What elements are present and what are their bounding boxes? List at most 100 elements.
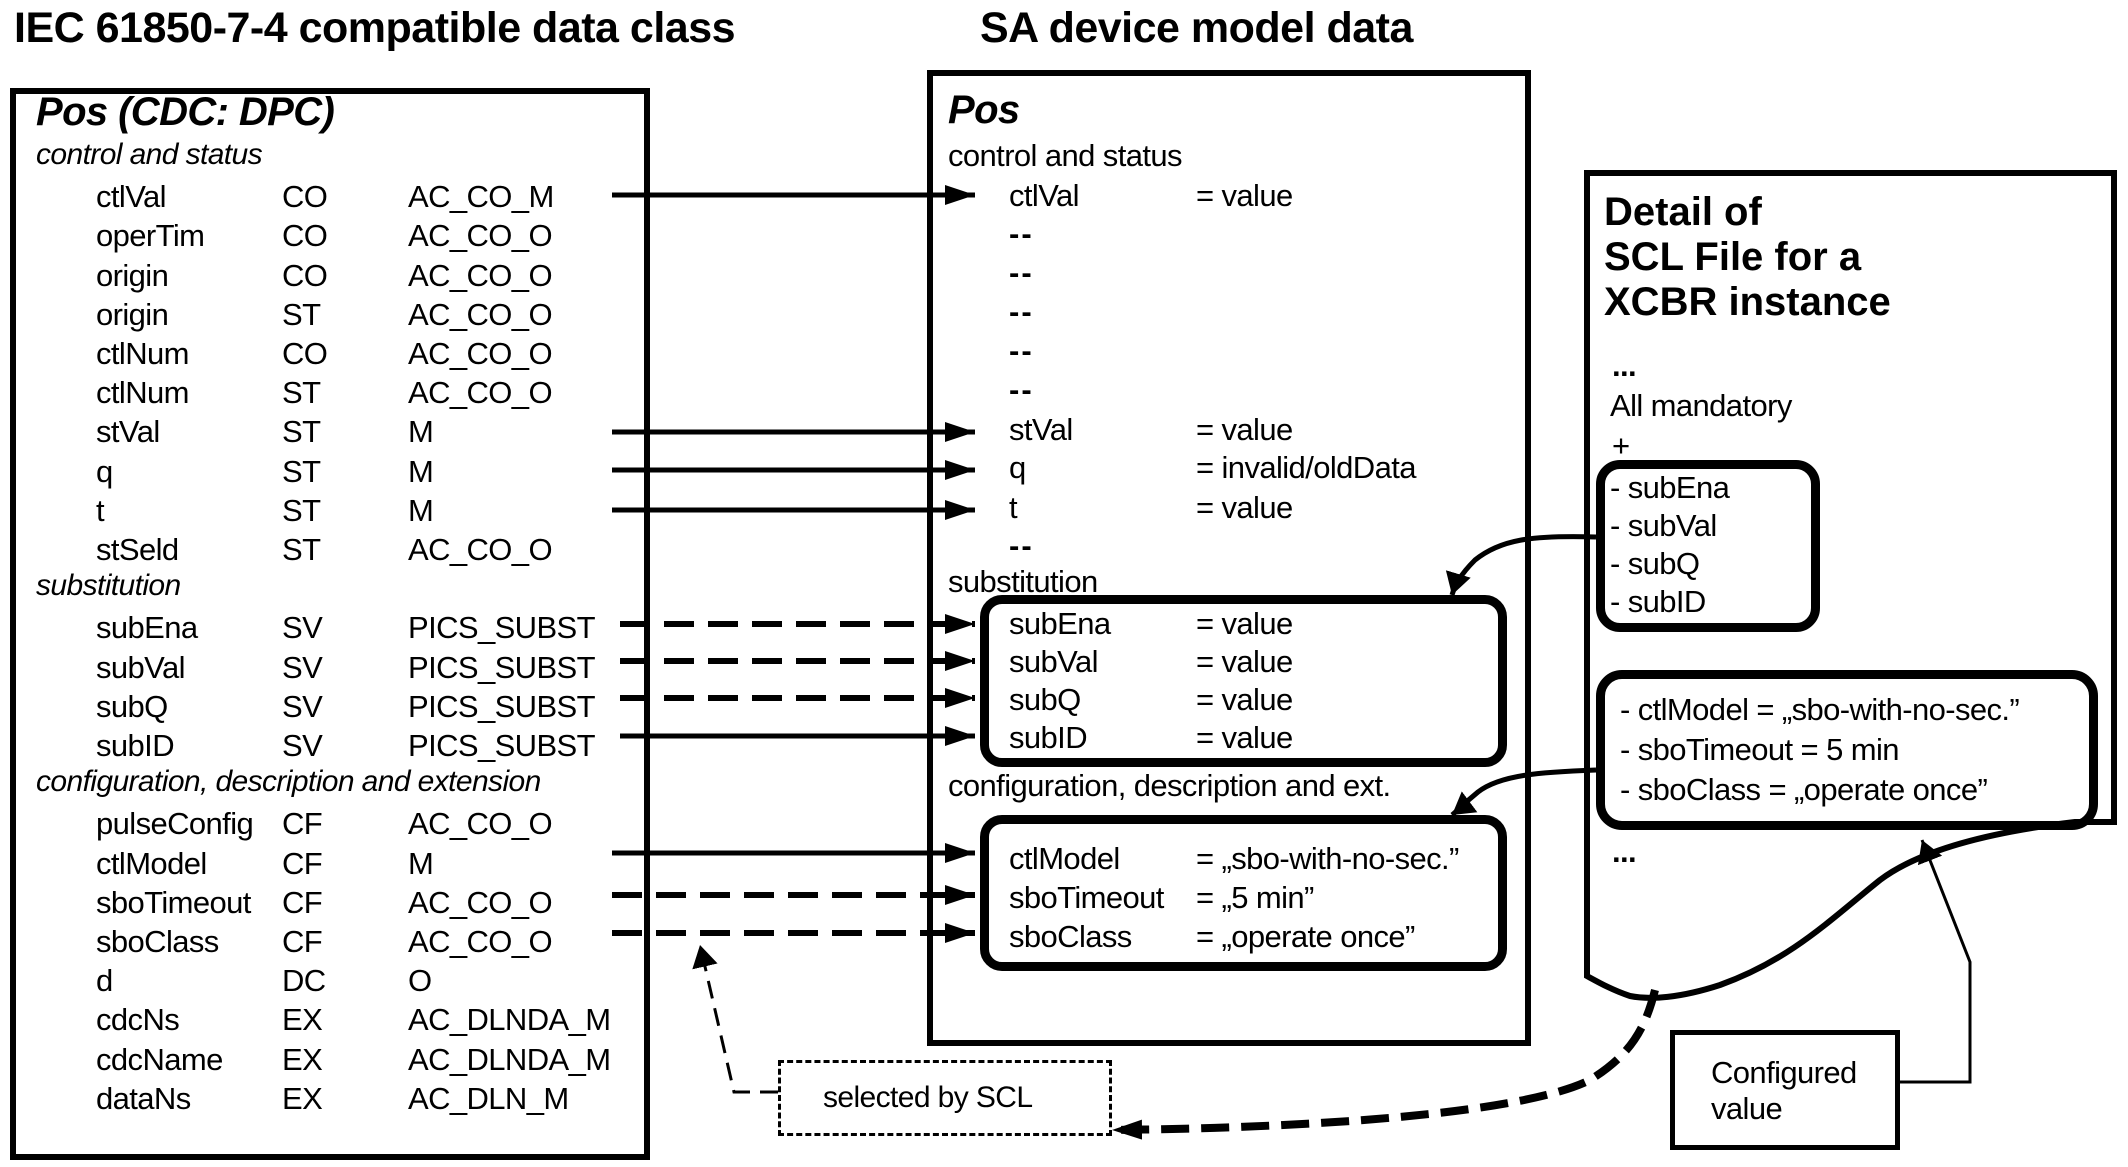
left-row-fc: SV	[282, 688, 323, 724]
left-row-presence: AC_CO_O	[408, 806, 553, 842]
left-row-presence: AC_CO_O	[408, 375, 553, 411]
left-row-name: sboTimeout	[96, 884, 251, 920]
scl-title-line-2: SCL File for a	[1604, 235, 1862, 279]
middle-row-name: --	[1009, 255, 1034, 290]
left-row-presence: AC_CO_O	[408, 296, 553, 332]
selected-by-scl-box: selected by SCL	[778, 1060, 1112, 1136]
middle-row-value: = value	[1196, 682, 1293, 717]
left-row-fc: EX	[282, 1002, 323, 1038]
middle-row-value: = „operate once”	[1196, 919, 1415, 954]
left-row-fc: ST	[282, 375, 321, 411]
left-row-presence: AC_CO_O	[408, 218, 553, 254]
left-row-fc: CF	[282, 884, 323, 920]
left-heading: IEC 61850-7-4 compatible data class	[14, 4, 736, 52]
configured-value-line-2: value	[1711, 1091, 1783, 1126]
middle-row-name: subQ	[1009, 682, 1081, 717]
middle-row-name: --	[1009, 528, 1034, 563]
left-row-presence: M	[408, 453, 434, 489]
middle-panel-title: Pos	[948, 88, 1020, 132]
middle-row-name: --	[1009, 372, 1034, 407]
configuration-group-box	[980, 815, 1507, 971]
left-row-name: ctlNum	[96, 375, 189, 411]
left-row-fc: CF	[282, 924, 323, 959]
left-row-name: ctlVal	[96, 179, 167, 215]
middle-row-value: = value	[1196, 412, 1293, 447]
scl-config-item: - sboTimeout = 5 min	[1620, 732, 1899, 767]
scl-ellipsis-bottom: ...	[1612, 834, 1637, 869]
left-row-name: subID	[96, 728, 175, 763]
left-row-name: operTim	[96, 218, 205, 254]
left-row-name: sboClass	[96, 924, 219, 959]
middle-row-value: = value	[1196, 490, 1293, 525]
middle-section-label: control and status	[948, 138, 1183, 173]
left-row-fc: CO	[282, 336, 328, 371]
scl-sub-item: - subEna	[1610, 470, 1730, 505]
left-row-presence: AC_CO_O	[408, 532, 553, 567]
left-row-fc: EX	[282, 1080, 323, 1116]
left-row-presence: AC_DLN_M	[408, 1080, 569, 1116]
left-row-fc: ST	[282, 296, 321, 332]
middle-row-name: --	[1009, 333, 1034, 368]
scl-panel-title: Detail of SCL File for a XCBR instance	[1604, 190, 1891, 325]
left-row-fc: SV	[282, 728, 323, 763]
scl-title-line-3: XCBR instance	[1604, 280, 1891, 324]
left-section-label: substitution	[36, 569, 181, 603]
selected-by-scl-label: selected by SCL	[823, 1081, 1033, 1114]
left-row-name: d	[96, 963, 113, 999]
left-row-fc: CO	[282, 179, 328, 215]
left-row-name: subEna	[96, 610, 198, 646]
left-row-fc: SV	[282, 649, 323, 685]
left-row-presence: AC_CO_O	[408, 924, 553, 959]
left-row-fc: ST	[282, 492, 321, 528]
middle-heading: SA device model data	[980, 4, 1413, 52]
middle-row-name: q	[1009, 450, 1026, 485]
middle-row-name: subVal	[1009, 644, 1098, 679]
left-row-name: stVal	[96, 414, 160, 450]
left-row-presence: PICS_SUBST	[408, 649, 596, 685]
left-row-presence: PICS_SUBST	[408, 688, 596, 724]
left-row-fc: SV	[282, 610, 323, 646]
left-row-name: stSeld	[96, 532, 179, 567]
scl-plus: +	[1612, 428, 1630, 463]
left-row-name: cdcNs	[96, 1002, 180, 1038]
middle-row-name: --	[1009, 294, 1034, 329]
middle-row-name: ctlVal	[1009, 178, 1080, 213]
scl-ellipsis-top: ...	[1612, 348, 1637, 383]
left-row-fc: EX	[282, 1041, 323, 1077]
left-row-fc: ST	[282, 532, 321, 567]
left-row-name: dataNs	[96, 1080, 191, 1116]
scl-title-line-1: Detail of	[1604, 190, 1762, 234]
middle-row-name: sboTimeout	[1009, 880, 1164, 915]
left-row-presence: PICS_SUBST	[408, 610, 596, 646]
left-row-presence: AC_DLNDA_M	[408, 1041, 611, 1077]
middle-row-value: = value	[1196, 720, 1293, 755]
scl-config-item: - sboClass = „operate once”	[1620, 772, 1988, 807]
left-row-name: origin	[96, 257, 169, 293]
left-row-name: cdcName	[96, 1041, 223, 1077]
left-row-name: q	[96, 453, 113, 489]
left-row-name: ctlModel	[96, 845, 207, 881]
scl-sub-item: - subQ	[1610, 546, 1700, 581]
configured-value-line-1: Configured	[1711, 1055, 1857, 1090]
middle-row-value: = „5 min”	[1196, 880, 1314, 915]
middle-row-name: subID	[1009, 720, 1088, 755]
middle-row-name: ctlModel	[1009, 841, 1120, 876]
left-row-presence: AC_CO_O	[408, 336, 553, 371]
left-row-presence: AC_CO_O	[408, 884, 553, 920]
left-section-label: control and status	[36, 138, 263, 171]
middle-row-name: stVal	[1009, 412, 1073, 447]
left-row-fc: CF	[282, 806, 323, 842]
left-row-presence: M	[408, 845, 434, 881]
left-row-name: pulseConfig	[96, 806, 254, 842]
left-row-presence: PICS_SUBST	[408, 728, 596, 763]
left-row-name: subVal	[96, 649, 185, 685]
left-row-name: subQ	[96, 688, 168, 724]
middle-row-value: = invalid/oldData	[1196, 450, 1416, 485]
middle-row-value: = „sbo-with-no-sec.”	[1196, 841, 1459, 876]
scl-sub-item: - subVal	[1610, 508, 1717, 543]
left-row-fc: CO	[282, 257, 328, 293]
middle-section-label: configuration, description and ext.	[948, 768, 1391, 803]
selected-to-left-arrow	[692, 944, 778, 1094]
left-row-presence: M	[408, 414, 434, 450]
left-row-presence: AC_CO_O	[408, 257, 553, 293]
